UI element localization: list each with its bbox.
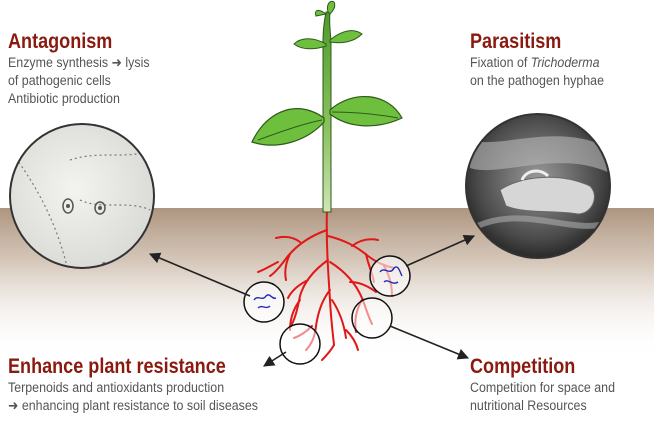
plant-leaf-top-right	[330, 31, 362, 43]
plant-leaf-top-left	[294, 39, 326, 49]
resistance-line-1: Terpenoids and antioxidants production	[8, 379, 258, 397]
antagonism-line-3: Antibiotic production	[8, 90, 150, 108]
parasitism-micrograph	[466, 114, 612, 258]
parasitism-title: Parasitism	[470, 30, 595, 54]
parasitism-line-1: Fixation of Trichoderma	[470, 54, 604, 72]
plant-leaf-left	[252, 109, 324, 145]
hyphae-circle-left	[244, 282, 284, 322]
plant-leaf-right	[330, 97, 402, 126]
plant-bud	[315, 1, 334, 16]
parasitism-line-1-text: Fixation of	[470, 55, 531, 70]
antagonism-title: Antagonism	[8, 30, 140, 54]
hyphae-circle-right	[370, 256, 410, 296]
competition-block: Competition Competition for space and nu…	[470, 355, 628, 415]
antagonism-line-1: Enzyme synthesis ➜ lysis	[8, 54, 150, 72]
hyphae-circle-lower-right	[352, 298, 392, 338]
competition-line-1: Competition for space and	[470, 379, 615, 397]
hyphae-circle-center	[280, 324, 320, 364]
competition-title: Competition	[470, 355, 606, 379]
resistance-line-2: ➜ enhancing plant resistance to soil dis…	[8, 397, 258, 415]
parasitism-block: Parasitism Fixation of Trichoderma on th…	[470, 30, 616, 90]
resistance-title: Enhance plant resistance	[8, 355, 242, 379]
antagonism-block: Antagonism Enzyme synthesis ➜ lysis of p…	[8, 30, 162, 108]
parasitism-line-2: on the pathogen hyphae	[470, 72, 604, 90]
parasitism-organism-name: Trichoderma	[531, 55, 600, 70]
resistance-block: Enhance plant resistance Terpenoids and …	[8, 355, 280, 415]
competition-line-2: nutritional Resources	[470, 397, 615, 415]
antagonism-line-2: of pathogenic cells	[8, 72, 150, 90]
